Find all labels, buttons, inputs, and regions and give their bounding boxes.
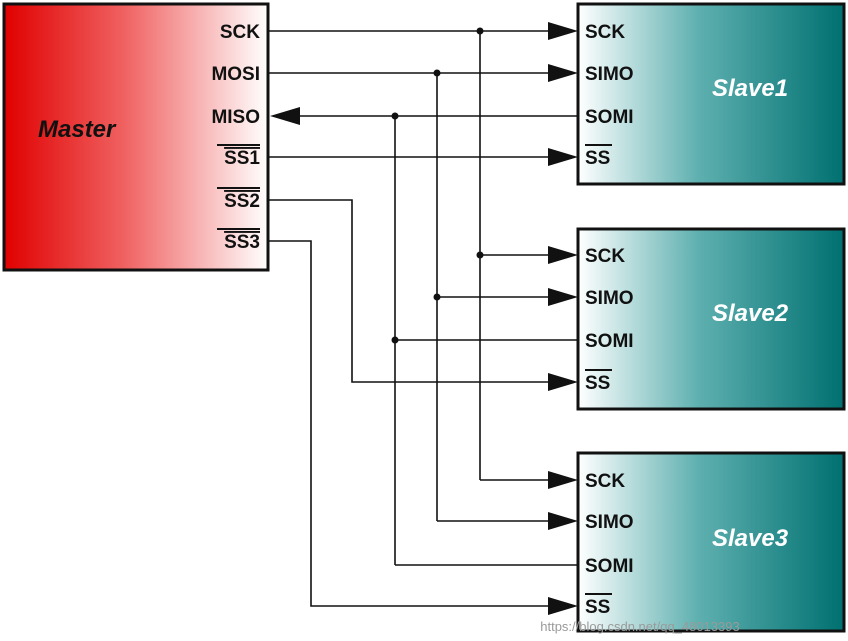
slave1-body bbox=[576, 2, 846, 186]
master-pin-miso: MISO bbox=[211, 107, 260, 128]
junction-sck bbox=[476, 27, 484, 35]
master-pin-ss2: SS2 bbox=[224, 191, 260, 212]
slave3-title: Slave3 bbox=[712, 525, 789, 552]
slave1-pin-ss: SS bbox=[585, 148, 610, 169]
arrow-sck-slave1 bbox=[548, 22, 578, 40]
slave3-pin-ss: SS bbox=[585, 597, 610, 618]
junction-sck-2 bbox=[476, 251, 484, 259]
arrow-ss-slave3 bbox=[548, 597, 578, 615]
slave2-pin-somi: SOMI bbox=[585, 331, 634, 352]
master-pin-ss3: SS3 bbox=[224, 232, 260, 253]
master-pin-ss1: SS1 bbox=[224, 148, 260, 169]
junction-mosi-2 bbox=[433, 293, 441, 301]
master-pin-mosi: MOSI bbox=[211, 64, 260, 85]
junction-miso-2 bbox=[391, 336, 399, 344]
slave1-box: Slave1 SCK SIMO SOMI SS bbox=[576, 2, 846, 186]
slave1-title: Slave1 bbox=[712, 75, 788, 102]
arrow-simo-slave3 bbox=[548, 512, 578, 530]
wires bbox=[268, 30, 578, 607]
slave2-body bbox=[576, 227, 846, 411]
master-box: Master SCK MOSI MISO SS1 SS2 SS3 bbox=[2, 2, 270, 272]
arrow-sck-slave3 bbox=[548, 471, 578, 489]
wire-ss2 bbox=[268, 199, 548, 383]
slave3-body bbox=[576, 451, 846, 633]
arrow-sck-slave2 bbox=[548, 246, 578, 264]
slave1-pin-somi: SOMI bbox=[585, 107, 634, 128]
slave1-pin-sck: SCK bbox=[585, 22, 625, 43]
master-pin-sck: SCK bbox=[220, 22, 260, 43]
slave3-box: Slave3 SCK SIMO SOMI SS bbox=[576, 451, 846, 633]
slave2-pin-sck: SCK bbox=[585, 246, 625, 267]
junction-dots bbox=[391, 27, 484, 344]
master-body bbox=[2, 2, 270, 272]
arrow-simo-slave2 bbox=[548, 288, 578, 306]
slave2-pin-ss: SS bbox=[585, 373, 610, 394]
slave3-pin-somi: SOMI bbox=[585, 556, 634, 577]
slave3-pin-simo: SIMO bbox=[585, 512, 634, 533]
arrow-miso-master bbox=[270, 107, 300, 125]
master-title: Master bbox=[38, 116, 117, 143]
slave3-pin-sck: SCK bbox=[585, 471, 625, 492]
slave2-box: Slave2 SCK SIMO SOMI SS bbox=[576, 227, 846, 411]
arrow-ss-slave2 bbox=[548, 373, 578, 391]
slave2-pin-simo: SIMO bbox=[585, 288, 634, 309]
watermark: https://blog.csdn.net/qq_48013393 bbox=[540, 619, 740, 634]
junction-miso bbox=[391, 112, 399, 120]
slave1-pin-simo: SIMO bbox=[585, 64, 634, 85]
wire-ss3 bbox=[268, 240, 548, 607]
arrow-simo-slave1 bbox=[548, 64, 578, 82]
junction-mosi bbox=[433, 69, 441, 77]
arrow-ss-slave1 bbox=[548, 148, 578, 166]
slave2-title: Slave2 bbox=[712, 300, 789, 327]
arrowheads bbox=[270, 22, 578, 615]
